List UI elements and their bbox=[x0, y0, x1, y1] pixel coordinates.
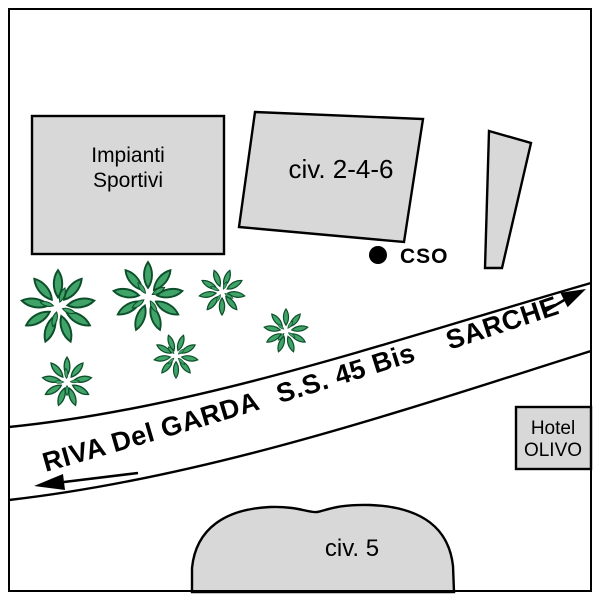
cso-marker: CSO bbox=[369, 245, 449, 268]
main-road bbox=[8, 281, 592, 502]
civ-2-4-6-outline bbox=[237, 110, 425, 244]
building-hotel-olivo: Hotel OLIVO bbox=[514, 405, 593, 471]
building-impianti-sportivi: Impianti Sportivi bbox=[30, 114, 226, 256]
cso-label: CSO bbox=[400, 245, 449, 268]
map-border bbox=[8, 8, 592, 592]
east-arrow-head bbox=[560, 289, 586, 308]
building-civ-5: civ. 5 bbox=[190, 503, 456, 594]
east-arrow-shaft bbox=[543, 297, 567, 314]
civ-5-label: civ. 5 bbox=[325, 535, 379, 562]
east-arrow-icon bbox=[543, 289, 586, 314]
impianti-label-line2: Sportivi bbox=[93, 169, 163, 192]
hotel-label-line1: Hotel bbox=[531, 418, 575, 439]
west-arrow-shaft bbox=[63, 471, 139, 484]
west-arrow-icon bbox=[34, 471, 139, 490]
west-arrow-head bbox=[34, 474, 65, 490]
road-upper-edge bbox=[8, 281, 592, 429]
road-lower-edge bbox=[8, 349, 592, 502]
side-road-shape bbox=[483, 129, 533, 270]
civ-2-4-6-label: civ. 2-4-6 bbox=[289, 154, 394, 184]
impianti-outline bbox=[30, 114, 226, 256]
civ-5-outline bbox=[190, 503, 456, 594]
impianti-label-line1: Impianti bbox=[91, 144, 165, 167]
hotel-label-line2: OLIVO bbox=[524, 440, 582, 461]
side-road bbox=[483, 129, 533, 270]
cso-dot-icon bbox=[369, 246, 387, 264]
building-civ-2-4-6: civ. 2-4-6 bbox=[237, 110, 425, 244]
